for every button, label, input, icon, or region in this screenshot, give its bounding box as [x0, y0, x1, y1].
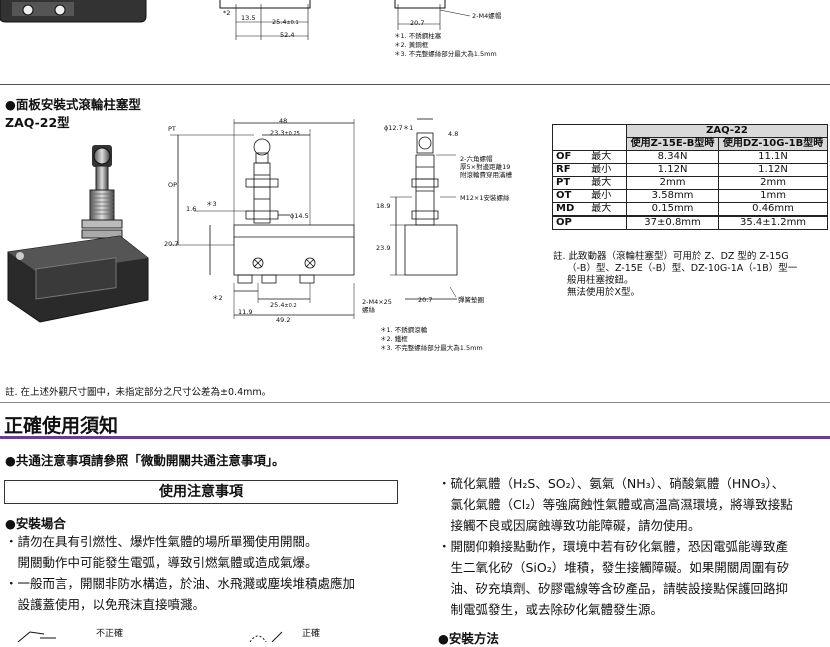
spec-table: ZAQ-22 使用Z-15E-B型時 使用DZ-10G-1B型時 OF 最大 8…: [551, 124, 828, 230]
dim-13-5: 13.5: [241, 14, 256, 22]
label-m4x25-1: 2-M4×25: [362, 298, 392, 306]
dim-20-7-top: 20.7: [410, 19, 425, 27]
wrong-label: 不正確: [96, 629, 124, 639]
top-note-3: ＊3. 不完整螺絲部分最大為1.5mm: [394, 50, 497, 58]
dim-11-9: 11.9: [238, 308, 253, 316]
mark-2: *2: [223, 9, 231, 17]
drawing-note-3: ＊3. 不完整螺絲部分最大為1.5mm: [380, 344, 483, 352]
install-method-heading: ●安裝方法: [438, 631, 499, 646]
right-body-text: ・硫化氣體（H₂S、SO₂）、氨氣（NH₃）、硝酸氣體（HNO₃）、 氯化氣體（…: [438, 476, 793, 617]
label-hex-1: 2-六角螺帽: [460, 155, 493, 163]
top-drawing: [0, 0, 471, 40]
precautions-label: 使用注意事項: [159, 484, 243, 500]
mark-2b: ＊2: [212, 294, 223, 302]
label-hex-3: 附滾輪費穿用滿槽: [460, 171, 512, 179]
label-m4-nut: 2-M4螺帽: [472, 12, 502, 20]
dim-52-4: 52.4: [280, 31, 295, 39]
mark-3: ＊3: [206, 200, 217, 208]
dim-phi-12-7: ϕ12.7＊1: [384, 124, 414, 132]
precautions-box: 使用注意事項: [4, 480, 398, 504]
divider: [0, 402, 830, 403]
section-divider: [0, 84, 830, 85]
top-note-1: ＊1. 不銹鋼柱塞: [394, 32, 442, 40]
dim-4-8: 4.8: [448, 130, 459, 138]
table-col2-header: 使用DZ-10G-1B型時: [718, 137, 828, 151]
label-m12: M12×1安裝螺絲: [460, 194, 510, 202]
model-name: ZAQ-22型: [5, 115, 70, 130]
top-note-2: ＊2. 黃銅框: [394, 41, 429, 49]
common-reference: ●共通注意事項請參照「微動開關共通注意事項」。: [5, 453, 285, 468]
table-model-header: ZAQ-22: [626, 124, 828, 138]
dim-1-6: 1.6: [186, 205, 197, 213]
table-note: 註. 此致動器（滾輪柱塞型）可用於 Z、DZ 型的 Z-15G （-B）型、Z-…: [553, 251, 798, 298]
table-row-op: OP 37±0.8mm 35.4±1.2mm: [551, 215, 828, 230]
left-body-text: ・請勿在具有引燃性、爆炸性氣體的場所單獨使用開關。 開關動作中可能發生電弧，導致…: [5, 534, 356, 612]
right-label: 正確: [302, 629, 321, 639]
drawing-note-2: ＊2. 鐵框: [380, 335, 408, 343]
dim-18-9: 18.9: [376, 202, 391, 210]
dim-phi-14-5: ϕ14.5: [290, 212, 309, 220]
dim-20-7: 20.7: [164, 240, 179, 248]
label-hex-2: 厚5×對邊距離19: [460, 163, 511, 171]
dim-25-4b: 25.4±0.2: [270, 301, 297, 309]
usage-title: 正確使用須知: [4, 415, 119, 437]
label-pt: PT: [168, 125, 176, 133]
drawing-note-1: ＊1. 不銹鋼滾輪: [380, 326, 428, 334]
tolerance-note: 註. 在上述外觀尺寸圖中，未指定部分之尺寸公差為±0.4mm。: [5, 387, 272, 398]
dim-25-4: 25.4±0.1: [272, 18, 299, 26]
install-place-heading: ●安裝場合: [5, 516, 66, 531]
wrong-right-illustration: [17, 631, 283, 642]
dim-23-9: 23.9: [376, 244, 391, 252]
table-col1-header: 使用Z-15E-B型時: [626, 137, 720, 151]
dim-49-2: 49.2: [276, 316, 291, 324]
title-underline: [0, 436, 830, 439]
section-heading: ●面板安裝式滾輪柱塞型: [5, 97, 141, 112]
label-m4x25-2: 螺絲: [362, 306, 375, 314]
label-spring-washer: 彈簧墊圈: [458, 296, 484, 304]
dim-23-3: 23.3±0.25: [270, 129, 300, 137]
dim-48: 48: [279, 117, 288, 125]
product-image: [7, 145, 149, 323]
label-op: OP: [168, 181, 178, 189]
dim-20-7b: 20.7: [418, 296, 433, 304]
dimension-drawing: [170, 118, 458, 319]
